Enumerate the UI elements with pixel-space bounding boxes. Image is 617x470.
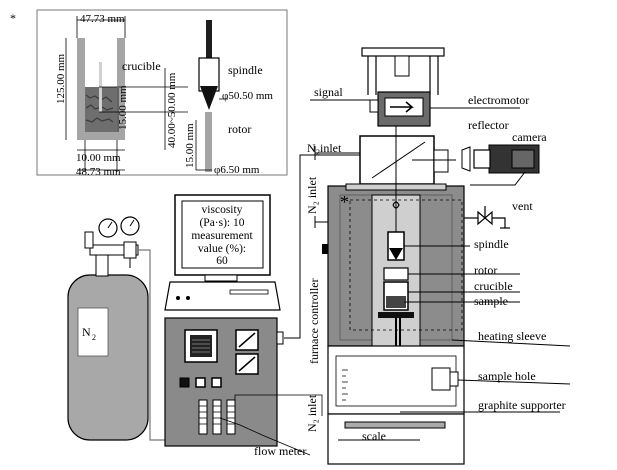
inset-panel: * 47.73 mm 125.00 mm 15.00 mm 40.00~50.0… (10, 9, 288, 178)
controller-port (276, 331, 284, 345)
gas-cylinder: N 2 (67, 216, 149, 441)
crucible-right-wall (117, 38, 125, 138)
inset-spindle-tip (200, 86, 218, 110)
label-sample: sample (474, 294, 508, 308)
monitor-line-4: value (%): (198, 243, 246, 255)
monitor-line-1: viscosity (202, 204, 243, 216)
flow-meter-2 (212, 399, 222, 435)
label-furnace-controller: furnace controller (307, 278, 321, 364)
label-reflector: reflector (468, 118, 509, 132)
furnace-rotor (383, 267, 409, 281)
dim-height: 125.00 mm (55, 53, 67, 104)
computer: viscosity (Pa·s): 10 measurement value (… (164, 194, 281, 311)
controller-button-1[interactable] (179, 377, 190, 388)
signal-port (369, 99, 379, 113)
label-flow-meter: flow meter (254, 444, 306, 458)
inset-spindle-shaft (206, 20, 212, 58)
inset-marker: * (10, 11, 16, 25)
cylinder-label: N (82, 325, 91, 339)
dim-top-width: 47.73 mm (80, 13, 125, 25)
flow-meter-1 (198, 399, 208, 435)
cylinder-valve (95, 251, 109, 277)
monitor-screen (181, 200, 264, 269)
controller-button-2[interactable] (195, 377, 206, 388)
label-n2-inlet-top: N (307, 141, 316, 155)
dim-bottom-outer: 48.73 mm (76, 166, 121, 178)
label-signal: signal (314, 85, 343, 99)
hook-icon (392, 201, 400, 209)
inset-rotor (205, 112, 212, 172)
flow-meters (198, 399, 236, 435)
arrow-right-icon (390, 101, 415, 113)
label-camera: camera (512, 130, 547, 144)
monitor-line-5: 60 (216, 255, 228, 267)
dim-immersion: 40.00~50.00 mm (166, 72, 178, 148)
cylinder-label-sub: 2 (92, 333, 96, 342)
label-graphite-supporter: graphite supporter (478, 398, 566, 412)
cylinder-label-box (77, 307, 109, 357)
flow-meter-3 (226, 399, 236, 435)
reflector-mirror (371, 141, 426, 179)
label-crucible: crucible (474, 279, 513, 293)
inset-spindle-label: spindle (228, 63, 263, 77)
monitor-stand (204, 274, 238, 282)
cylinder-body (67, 274, 149, 441)
inset-rotor-label: rotor (228, 122, 251, 136)
monitor-line-3: measurement (191, 230, 253, 242)
furnace: * (327, 47, 465, 465)
gantry-top (361, 47, 445, 57)
computer-case (164, 281, 281, 311)
vent-unit (464, 171, 526, 229)
furnace-controller-unit (164, 317, 284, 447)
label-scale: scale (362, 429, 386, 443)
furnace-marker: * (340, 192, 349, 212)
dim-spindle-dia: φ50.50 mm (222, 90, 273, 102)
label-n2-inlet-top-sub: 2 (316, 148, 320, 157)
crucible-left-wall (77, 38, 85, 138)
controller-button-3[interactable] (211, 377, 222, 388)
label-vent: vent (512, 199, 533, 213)
monitor-line-2: (Pa·s): 10 (199, 217, 244, 229)
leader-lines (310, 99, 571, 441)
controller-link (284, 154, 360, 339)
inset-sample-texture (85, 94, 114, 123)
crucible-holder (378, 312, 414, 318)
label-n2-inlet-bottom: N₂ inlet (305, 394, 319, 432)
inset-crucible-label: crucible (122, 59, 161, 73)
label-electromotor: electromotor (468, 93, 529, 107)
label-spindle: spindle (474, 237, 509, 251)
dim-bottom-inner: 10.00 mm (76, 152, 121, 164)
label-rotor: rotor (474, 263, 497, 277)
dim-inner-depth: 15.00 mm (117, 85, 129, 130)
label-sample-hole: sample hole (478, 369, 536, 383)
label-n2-inlet-top-rest: inlet (320, 141, 342, 155)
scale-ticks (342, 369, 348, 401)
crucible-base (77, 132, 125, 140)
dim-rotor-len: 15.00 mm (184, 123, 196, 168)
furnace-sample (386, 296, 406, 308)
sample-hole-port (449, 371, 459, 387)
camera-unit (461, 144, 540, 174)
label-n2-inlet-side: N₂ inlet (305, 176, 319, 214)
label-heating-sleeve: heating sleeve (478, 329, 546, 343)
dim-rotor-dia: φ6.50 mm (214, 164, 260, 176)
graphite-supporter-plate (344, 421, 446, 429)
disk-drive-icon (229, 289, 269, 295)
